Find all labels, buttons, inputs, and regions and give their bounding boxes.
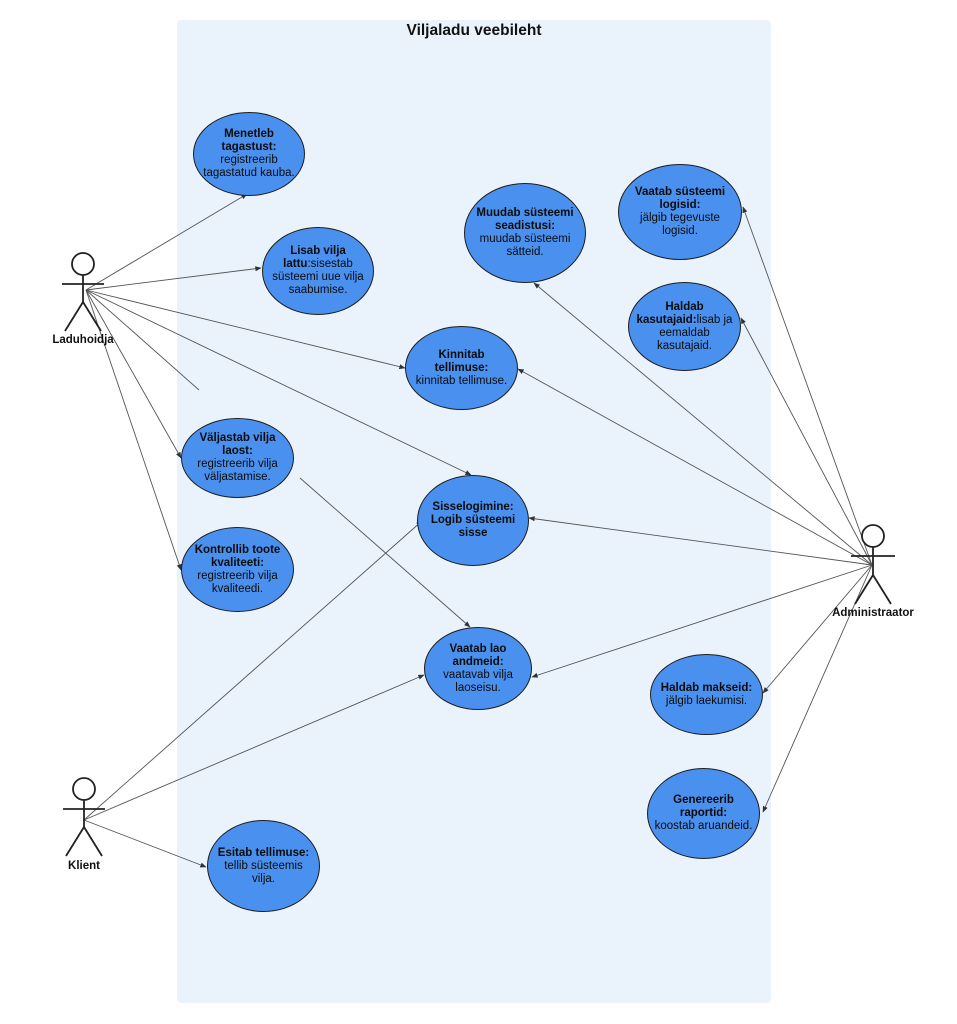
usecase-menetleb-tagastust[interactable]: Menetleb tagastust:registreerib tagastat… xyxy=(193,112,305,196)
usecase-sisselogimine[interactable]: Sisselogimine: Logib süsteemi sisse xyxy=(417,475,529,566)
usecase-lisab-vilja-lattu[interactable]: Lisab vilja lattu:sisestab süsteemi uue … xyxy=(262,227,374,315)
usecase-title: Kinnitab tellimuse: xyxy=(434,348,489,374)
usecase-title: Kontrollib toote kvaliteeti: xyxy=(194,543,281,569)
link-klient-esitab xyxy=(83,819,207,868)
usecase-title: Genereerib raportid: xyxy=(673,794,734,819)
link-laduhoidja-lisab xyxy=(85,266,262,291)
link-klient-sisselogimine xyxy=(83,520,423,821)
link-laduhoidja-kinnitab xyxy=(85,289,406,370)
link-valjastab-vaatab xyxy=(299,477,471,628)
link-admin-kasutajaid xyxy=(740,317,873,566)
usecase-haldab-makseid[interactable]: Haldab makseid:jälgib laekumisi. xyxy=(650,654,763,735)
usecase-desc: muudab süsteemi sätteid. xyxy=(479,233,571,258)
usecase-muudab-seadistusi[interactable]: Muudab süsteemi seadistusi:muudab süstee… xyxy=(464,183,586,283)
usecase-title: Muudab süsteemi seadistusi: xyxy=(476,207,574,232)
link-laduhoidja-sisselogimine xyxy=(85,289,472,476)
usecase-title: Menetleb tagastust: xyxy=(221,128,277,153)
usecase-title: Sisselogimine: Logib süsteemi sisse xyxy=(430,501,516,539)
link-klient-vaatab xyxy=(83,674,425,821)
link-laduhoidja-valjastab-arrow xyxy=(85,289,182,459)
usecase-title: Esitab tellimuse: xyxy=(217,846,310,859)
link-laduhoidja-valjastab xyxy=(85,289,200,391)
usecase-title: Väljastab vilja laost: xyxy=(199,432,276,457)
usecase-title: Vaatab lao andmeid: xyxy=(449,642,507,668)
system-title: Viljaladu veebileht xyxy=(406,22,542,39)
usecase-desc: registreerib vilja kvaliteedi. xyxy=(197,569,278,595)
usecase-title: Haldab makseid: xyxy=(660,681,753,694)
usecase-kontrollib-kvaliteeti[interactable]: Kontrollib toote kvaliteeti:registreerib… xyxy=(181,527,294,612)
usecase-desc: tellib süsteemis vilja. xyxy=(224,859,303,885)
usecase-desc: lisab ja eemaldab kasutajaid. xyxy=(657,313,733,352)
usecase-desc: vaatavab vilja laoseisu. xyxy=(443,668,513,694)
usecase-desc: registreerib vilja väljastamise. xyxy=(197,458,278,483)
actor-laduhoidja-label: Laduhoidja xyxy=(52,334,114,346)
link-laduhoidja-kontrollib xyxy=(85,289,182,571)
actor-klient-figure xyxy=(63,777,105,857)
usecase-esitab-tellimuse[interactable]: Esitab tellimuse:tellib süsteemis vilja. xyxy=(207,820,320,912)
link-admin-kinnitab xyxy=(517,368,873,566)
actor-administraator-label: Administraator xyxy=(832,607,914,619)
usecase-kinnitab-tellimuse[interactable]: Kinnitab tellimuse:kinnitab tellimuse. xyxy=(405,326,518,410)
usecase-genereerib-raportid[interactable]: Genereerib raportid:koostab aruandeid. xyxy=(647,768,760,859)
usecase-title: Lisab vilja lattu xyxy=(283,245,346,270)
usecase-desc: :sisestab süsteemi uue vilja saabumise. xyxy=(272,258,364,296)
usecase-title: Vaatab süsteemi logisid: xyxy=(634,186,726,211)
link-laduhoidja-menetleb xyxy=(85,193,248,291)
actor-administraator-figure xyxy=(851,524,895,605)
usecase-vaatab-lao-andmeid[interactable]: Vaatab lao andmeid:vaatavab vilja laosei… xyxy=(424,627,532,710)
usecase-desc: koostab aruandeid. xyxy=(654,820,753,832)
link-admin-genereerib xyxy=(762,564,873,813)
link-admin-muudab xyxy=(533,282,873,566)
link-admin-vaatab xyxy=(531,564,873,678)
usecase-vaatab-logisid[interactable]: Vaatab süsteemi logisid:jälgib tegevuste… xyxy=(618,164,742,260)
link-admin-sisselogimine xyxy=(528,516,873,566)
link-admin-logisid xyxy=(742,206,873,566)
usecase-desc: jälgib tegevuste logisid. xyxy=(640,212,720,237)
usecase-desc: kinnitab tellimuse. xyxy=(415,374,508,387)
usecase-desc: registreerib tagastatud kauba. xyxy=(203,154,295,179)
actor-laduhoidja-figure xyxy=(62,252,104,332)
actor-klient-label: Klient xyxy=(68,860,100,872)
usecase-haldab-kasutajaid[interactable]: Haldab kasutajaid:lisab ja eemaldab kasu… xyxy=(628,282,741,371)
usecase-title: Haldab kasutajaid: xyxy=(636,300,704,326)
usecase-desc: jälgib laekumisi. xyxy=(665,694,748,707)
usecase-valjastab-vilja-laost[interactable]: Väljastab vilja laost:registreerib vilja… xyxy=(181,418,294,498)
link-admin-makseid xyxy=(762,564,873,694)
